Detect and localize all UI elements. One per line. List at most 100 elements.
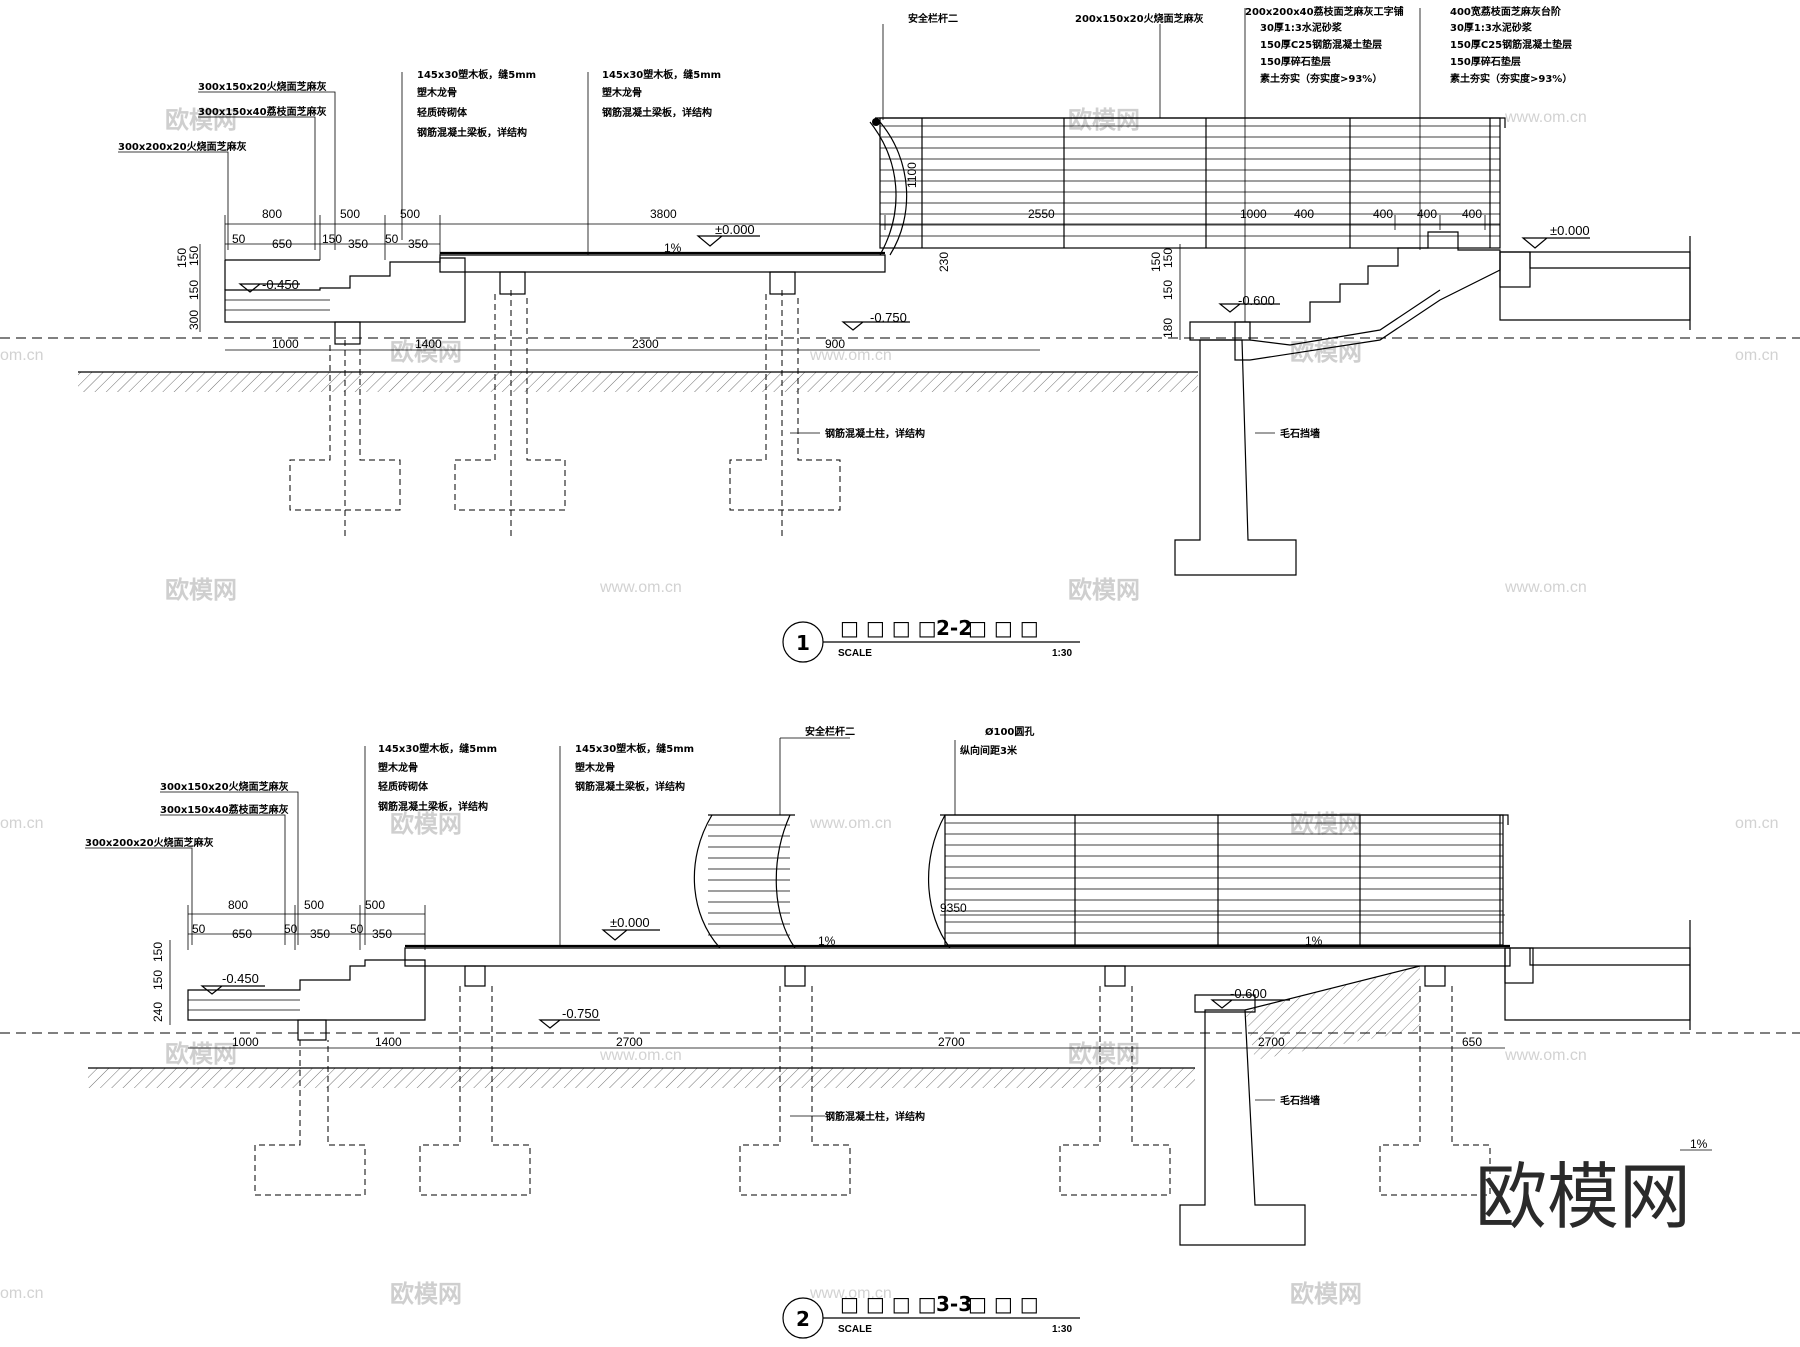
material-label: 400宽荔枝面芝麻灰台阶 — [1450, 5, 1562, 18]
dim-text: 50 — [232, 232, 246, 246]
dim-text: 150 — [151, 970, 165, 990]
section-title-blocks: □ □ □ □ — [840, 1292, 936, 1316]
material-label: 钢筋混凝土梁板，详结构 — [417, 126, 527, 139]
column-footing — [454, 290, 566, 540]
dim-text: 150 — [187, 246, 201, 266]
right-paving-top — [1529, 252, 1690, 269]
elevation-marker — [200, 985, 265, 995]
ground-hatch — [88, 1068, 1195, 1088]
deck-slab — [404, 947, 1511, 967]
right-paving-top — [1529, 948, 1690, 966]
dim-text: 350 — [372, 927, 392, 941]
material-label: 300x150x20火烧面芝麻灰 — [198, 80, 327, 93]
deck-beam — [499, 271, 526, 295]
material-label: 200x150x20火烧面芝麻灰 — [1075, 12, 1204, 25]
dim-text: 1000 — [1240, 207, 1267, 221]
material-label: 145x30塑木板，缝5mm — [378, 742, 497, 755]
rail-curved-end — [869, 121, 897, 256]
watermark-text: 欧模网 — [1068, 576, 1140, 604]
watermark-text: 欧模网 — [165, 1040, 237, 1068]
elevation-marker — [1210, 999, 1290, 1009]
dim-text: 150 — [1161, 280, 1175, 300]
dim-text: 650 — [1462, 1035, 1482, 1049]
dim-text: 50 — [385, 232, 399, 246]
dim-text: 500 — [365, 898, 385, 912]
watermark-url: www.om.cn — [809, 1285, 892, 1302]
left-paving-layers — [225, 299, 330, 311]
material-label: 素土夯实（夯实度>93%） — [1260, 72, 1382, 85]
scale-label: SCALE — [838, 1324, 872, 1335]
brand-logo: 欧模网 — [1475, 1155, 1691, 1239]
watermark-text: 欧模网 — [1068, 106, 1140, 134]
slope-text: 1% — [664, 241, 682, 255]
watermark-layer: 欧模网 欧模网 www.om.cn om.cn 欧模网 www.om.cn 欧模… — [0, 106, 1779, 1308]
material-label: 300x200x20火烧面芝麻灰 — [85, 836, 214, 849]
material-label: 钢筋混凝土梁板，详结构 — [378, 800, 488, 813]
section-title-blocks: □ □ □ □ — [840, 616, 936, 640]
elevation-marker — [601, 929, 660, 941]
material-label: 30厚1:3水泥砂浆 — [1450, 21, 1533, 34]
elevation-text: -0.450 — [262, 277, 299, 292]
dim-text: 500 — [304, 898, 324, 912]
watermark-url: www.om.cn — [1504, 1047, 1587, 1064]
material-label: 毛石挡墙 — [1280, 1094, 1320, 1107]
slope-hatch — [1245, 966, 1420, 1060]
material-label: 300x150x20火烧面芝麻灰 — [160, 780, 289, 793]
elevation-text: -0.600 — [1238, 293, 1275, 308]
watermark-text: 欧模网 — [390, 810, 462, 838]
dim-text: 150 — [1161, 248, 1175, 268]
material-label: 300x150x40荔枝面芝麻灰 — [160, 803, 289, 816]
elevation-text: ±0.000 — [610, 915, 650, 930]
elevation-marker — [1521, 237, 1590, 249]
dim-text: 150 — [175, 248, 189, 268]
dim-text: 2700 — [1258, 1035, 1285, 1049]
dim-text: 1000 — [272, 337, 299, 351]
slope-text: 1% — [1690, 1137, 1708, 1151]
retaining-wall — [1174, 339, 1297, 576]
watermark-text: 欧模网 — [390, 1280, 462, 1308]
dim-text: 300 — [187, 310, 201, 330]
dim-text: 2300 — [632, 337, 659, 351]
left-footing — [334, 321, 361, 345]
material-label: 30厚1:3水泥砂浆 — [1260, 21, 1343, 34]
dim-text: 400 — [1294, 207, 1314, 221]
leader-lines — [85, 737, 1275, 1117]
dim-text: 900 — [825, 337, 845, 351]
elevation-text: ±0.000 — [715, 222, 755, 237]
material-label: 塑木龙骨 — [378, 761, 418, 774]
dim-text: 2550 — [1028, 207, 1055, 221]
scale-value: 1:30 — [1052, 648, 1072, 659]
dim-text: 650 — [272, 237, 292, 251]
dim-text: 800 — [228, 898, 248, 912]
deck-slab — [439, 254, 886, 273]
section-number: 1 — [796, 631, 810, 655]
elevation-text: -0.750 — [870, 310, 907, 325]
material-label: 150厚C25钢筋混凝土垫层 — [1260, 38, 1382, 51]
elevation-marker — [841, 321, 910, 331]
dim-text: 1400 — [375, 1035, 402, 1049]
section-title: 2-2 — [936, 616, 972, 640]
dim-text: 400 — [1373, 207, 1393, 221]
material-label: 钢筋混凝土梁板，详结构 — [602, 106, 712, 119]
rail-curved-end — [879, 121, 908, 256]
dim-text: 400 — [1462, 207, 1482, 221]
column-footing — [419, 986, 531, 1196]
left-step-structure — [187, 959, 426, 1021]
dim-text: 650 — [232, 927, 252, 941]
slope-text: 1% — [818, 934, 836, 948]
railing-panel — [875, 117, 1506, 249]
material-label: 素土夯实（夯实度>93%） — [1450, 72, 1572, 85]
watermark-text: 欧模网 — [1068, 1040, 1140, 1068]
watermark-url: www.om.cn — [1504, 109, 1587, 126]
dim-text: 50 — [192, 922, 206, 936]
curb — [1499, 251, 1531, 288]
dim-text: 500 — [400, 207, 420, 221]
deck-beam — [1104, 965, 1126, 987]
column-footing — [254, 1040, 366, 1196]
elevation-text: -0.600 — [1230, 986, 1267, 1001]
ground-hatch — [78, 372, 1198, 392]
material-label: 纵向间距3米 — [960, 744, 1018, 757]
material-label: 200x200x40荔枝面芝麻灰工字铺 — [1245, 5, 1404, 18]
column-footing — [289, 340, 401, 540]
dim-text: 350 — [310, 927, 330, 941]
